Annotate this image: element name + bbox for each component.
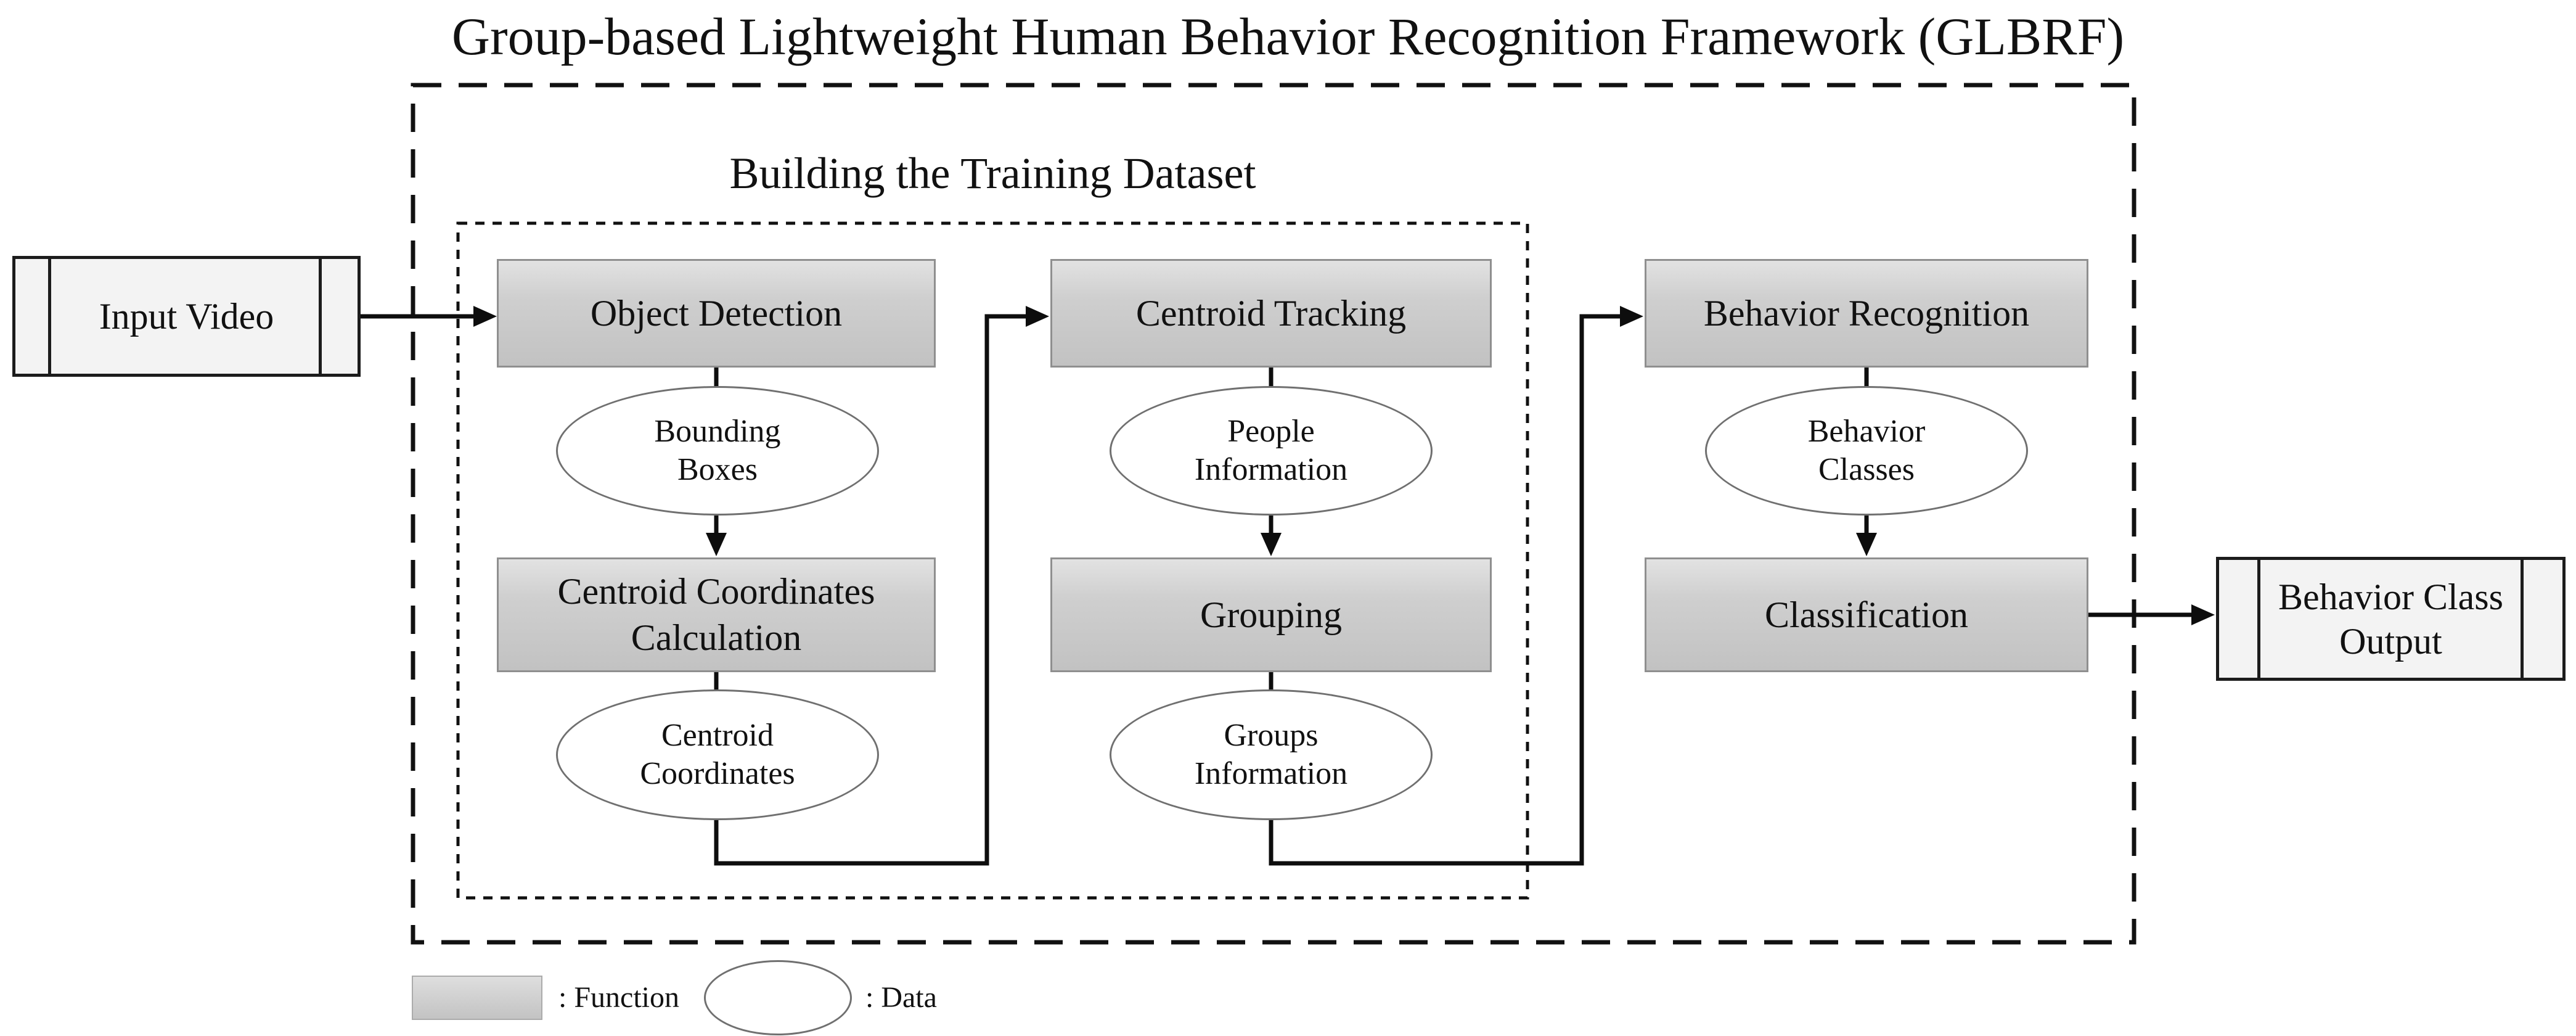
bounding-boxes-label: Bounding Boxes xyxy=(654,413,781,487)
data-ellipse-centroid-coordinates: Centroid Coordinates xyxy=(556,689,879,820)
classification-label: Classification xyxy=(1765,594,1968,635)
input-video-box: Input Video xyxy=(12,256,361,377)
connector-arrows xyxy=(361,314,2193,866)
function-box-centroid-tracking: Centroid Tracking xyxy=(1050,259,1492,368)
behavior-classes-label: Behavior Classes xyxy=(1807,413,1926,487)
legend-data-ellipse xyxy=(704,960,852,1035)
legend-function-swatch xyxy=(412,976,542,1020)
object-detection-label: Object Detection xyxy=(590,292,843,334)
data-ellipse-behavior-classes: Behavior Classes xyxy=(1705,386,2028,516)
function-box-behavior-recognition: Behavior Recognition xyxy=(1645,259,2088,368)
centroid-coordinates-label: Centroid Coordinates xyxy=(640,717,795,791)
input-video-label: Input Video xyxy=(99,296,274,337)
output-left-bar xyxy=(2257,560,2260,678)
people-information-label: People Information xyxy=(1194,413,1348,487)
function-box-classification: Classification xyxy=(1645,557,2088,672)
groups-information-label: Groups Information xyxy=(1194,717,1348,791)
legend-function-label: : Function xyxy=(558,981,680,1014)
glbrf-frame xyxy=(411,83,2136,945)
function-box-centroid-coordinates-calculation: Centroid Coordinates Calculation xyxy=(497,557,936,672)
data-ellipse-groups-information: Groups Information xyxy=(1110,689,1433,820)
centroid-tracking-label: Centroid Tracking xyxy=(1135,292,1407,334)
data-ellipse-people-information: People Information xyxy=(1110,386,1433,516)
input-video-right-bar xyxy=(319,259,322,374)
legend-data-label: : Data xyxy=(865,981,937,1014)
arrowheads xyxy=(473,306,2215,625)
grouping-label: Grouping xyxy=(1200,594,1342,635)
function-box-object-detection: Object Detection xyxy=(497,259,936,368)
behavior-class-output-box: Behavior Class Output xyxy=(2216,557,2566,681)
training-dataset-label: Building the Training Dataset xyxy=(729,149,1256,198)
centroid-coordinates-calculation-label: Centroid Coordinates Calculation xyxy=(557,571,875,658)
behavior-class-output-label: Behavior Class Output xyxy=(2278,576,2503,662)
output-right-bar xyxy=(2521,560,2524,678)
data-ellipse-bounding-boxes: Bounding Boxes xyxy=(556,386,879,516)
behavior-recognition-label: Behavior Recognition xyxy=(1703,292,2030,334)
page-title: Group-based Lightweight Human Behavior R… xyxy=(451,7,2125,66)
function-box-grouping: Grouping xyxy=(1050,557,1492,672)
training-dataset-frame xyxy=(456,221,1529,900)
input-video-left-bar xyxy=(48,259,51,374)
